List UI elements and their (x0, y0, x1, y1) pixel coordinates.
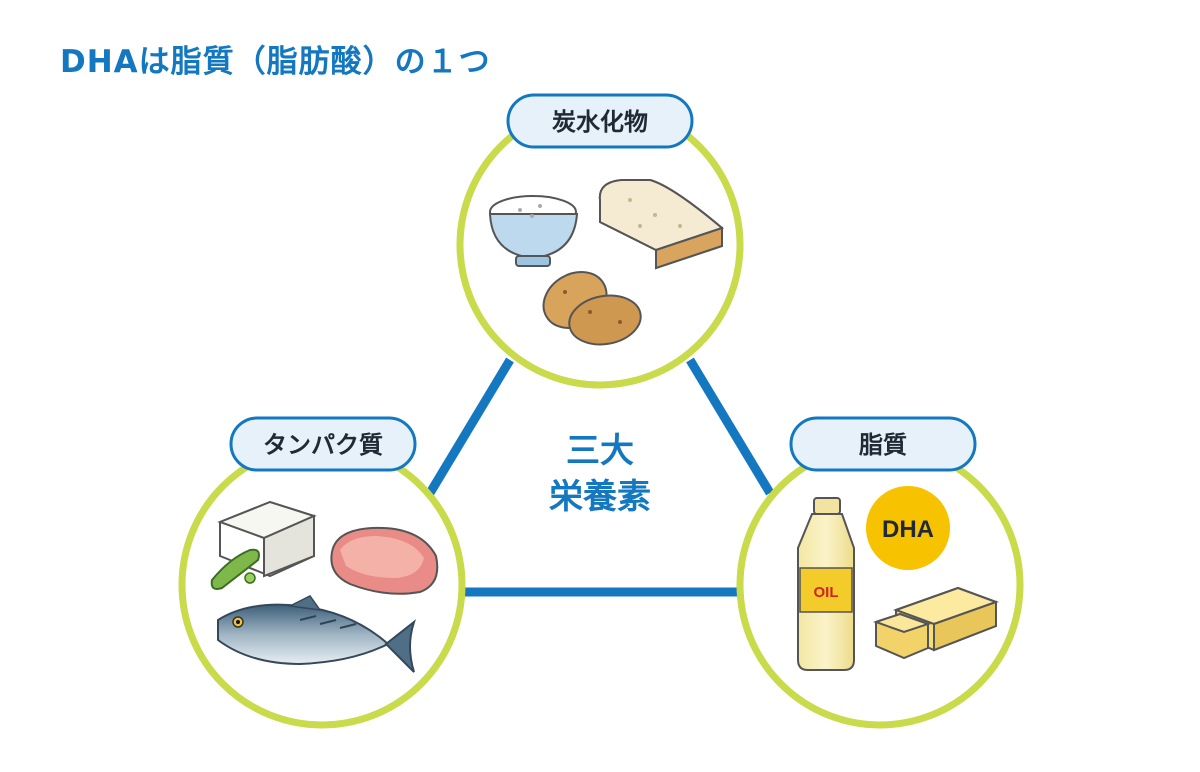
node-pill-protein (229, 416, 417, 472)
dha-badge: DHA (866, 486, 950, 570)
butter-icon (872, 586, 999, 660)
dha-badge-label: DHA (882, 516, 934, 543)
node-protein: タンパク質 (178, 416, 466, 729)
connector-carbs-protein (426, 357, 514, 496)
triangle-connector (426, 357, 774, 597)
oil-bottle-icon: OIL (797, 497, 855, 671)
bread-icon (598, 179, 725, 270)
node-pill-fat (789, 416, 977, 472)
rice-bowl-icon (488, 195, 579, 267)
node-carbs: 炭水化物 (456, 93, 744, 389)
oil-label: OIL (814, 584, 839, 601)
meat-icon (330, 526, 439, 595)
edamame-icon (210, 548, 260, 590)
node-label-fat: 脂質 (859, 431, 907, 459)
page-title: DHAは脂質（脂肪酸）の１つ (60, 44, 491, 80)
fish-icon (217, 595, 417, 673)
node-pill-carbs (506, 93, 694, 149)
connector-carbs-fat (686, 357, 774, 496)
node-label-protein: タンパク質 (263, 431, 383, 459)
node-fat: OIL DHA 脂質 (736, 416, 1024, 729)
center-label-line2: 栄養素 (549, 477, 651, 517)
center-label-line1: 三大 (566, 431, 634, 471)
node-label-carbs: 炭水化物 (552, 108, 648, 136)
potato-icon (542, 271, 642, 346)
node-ring-fat (736, 441, 1024, 729)
